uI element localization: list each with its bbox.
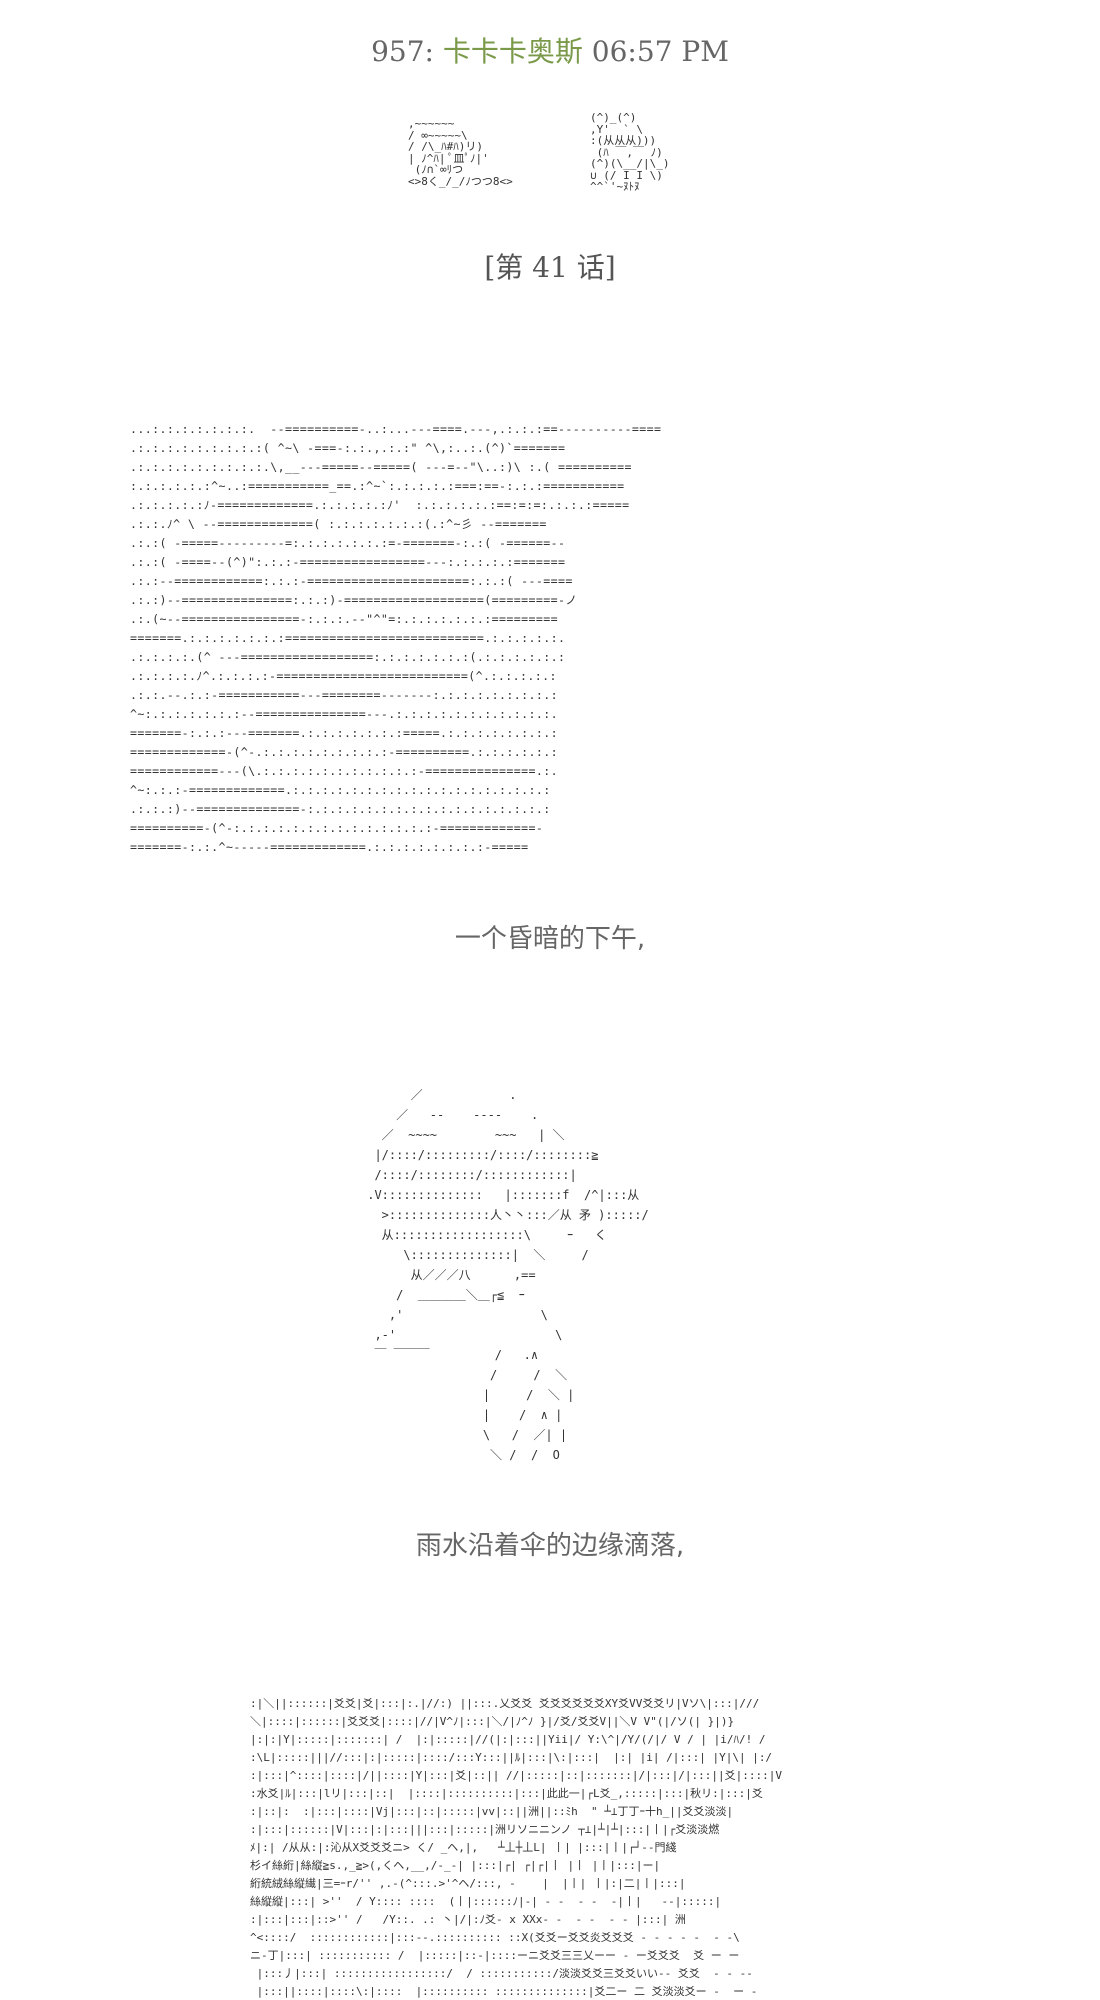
chibi-figure-right: (^)_(^) ,Y' ` \ :(从从从))) (ﾊ ￣,￣ ﾉ) (^)(\… [590,112,670,194]
post-number: 957 [371,35,425,68]
chapter-title: [第 41 话] [484,251,616,284]
author-name[interactable]: 卡卡卡奥斯 [442,35,583,68]
ascii-umbrella-panel: ／ . ／ -- ---- . ／ ~~~~ ~~~ | ＼ |/::::/::… [367,1088,649,1462]
caption-1: 一个昏暗的下午, [454,924,646,954]
post-separator: : [424,35,434,68]
caption-2: 雨水沿着伞的边缘滴落, [415,1531,685,1561]
ascii-landscape-panel: ...:.:.:.:.:.:.:. --==========-..:...---… [130,422,662,854]
chibi-figure-left: ,~~~~~~ / ∞~~~~~\ / /\_ﾊ#ﾊ)リ) | ﾉ^ﾊ| ﾟ皿ﾟ… [408,118,513,188]
post-time: 06:57 PM [591,35,729,68]
post-header: 957: 卡卡卡奥斯 06:57 PM [0,30,1100,70]
ascii-city-panel: :|＼||::::::|爻爻|爻|:::|:.|//:) ||:::.乂爻爻 爻… [250,1697,782,1998]
